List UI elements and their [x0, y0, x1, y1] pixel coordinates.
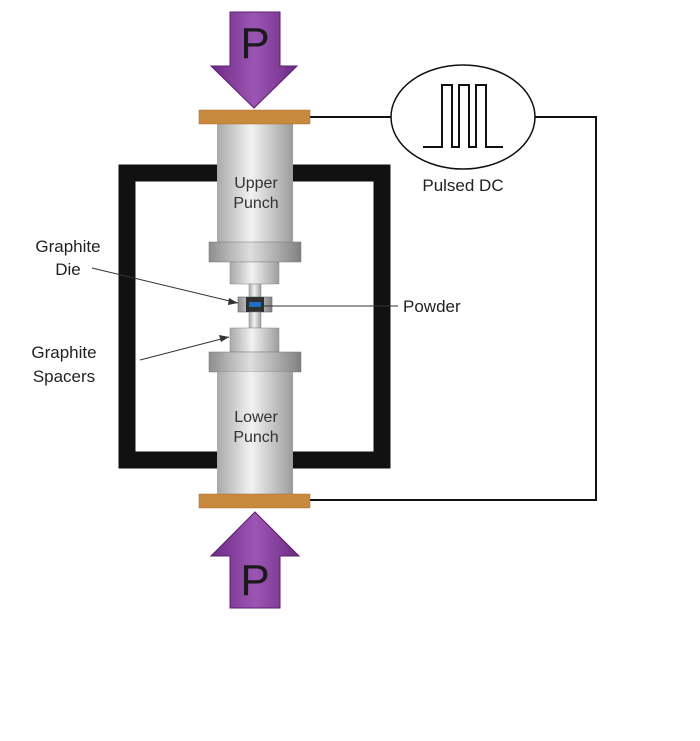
- lower-spacer-small: [229, 327, 280, 353]
- upper-inner-rod: [248, 283, 262, 299]
- circuit-wire: [310, 116, 597, 501]
- powder-callout: Powder: [262, 297, 461, 316]
- graphite-spacers-label-line2: Spacers: [33, 367, 95, 386]
- lower-spacer-large: [208, 351, 302, 373]
- upper-electrode: [198, 109, 311, 125]
- upper-punch-label-line1: Upper: [234, 175, 278, 192]
- upper-punch: [217, 120, 293, 242]
- powder-sample: [249, 302, 261, 307]
- graphite-spacers-callout: Graphite Spacers: [31, 335, 230, 386]
- lower-electrode: [198, 493, 311, 509]
- upper-spacer-large: [208, 241, 302, 263]
- bottom-pressure-label: P: [240, 556, 269, 605]
- graphite-spacers-label-line1: Graphite: [31, 343, 96, 362]
- graphite-die-label-line1: Graphite: [35, 237, 100, 256]
- lower-punch-label-line2: Punch: [233, 429, 278, 446]
- upper-spacer-small: [229, 261, 280, 285]
- pulsed-dc-label: Pulsed DC: [422, 176, 503, 195]
- upper-punch-label-line2: Punch: [233, 195, 278, 212]
- powder-label: Powder: [403, 297, 461, 316]
- pulsed-dc-source: Pulsed DC: [390, 64, 536, 195]
- bottom-pressure-arrow: P: [209, 511, 301, 609]
- top-pressure-arrow: P: [209, 11, 299, 109]
- graphite-die-label-line2: Die: [55, 260, 81, 279]
- lower-inner-rod: [248, 311, 262, 329]
- top-pressure-label: P: [240, 19, 269, 68]
- lower-punch-label-line1: Lower: [234, 409, 278, 426]
- graphite-die-callout: Graphite Die: [35, 237, 239, 305]
- lower-punch: [217, 372, 293, 494]
- pulse-train-icon: [423, 84, 503, 148]
